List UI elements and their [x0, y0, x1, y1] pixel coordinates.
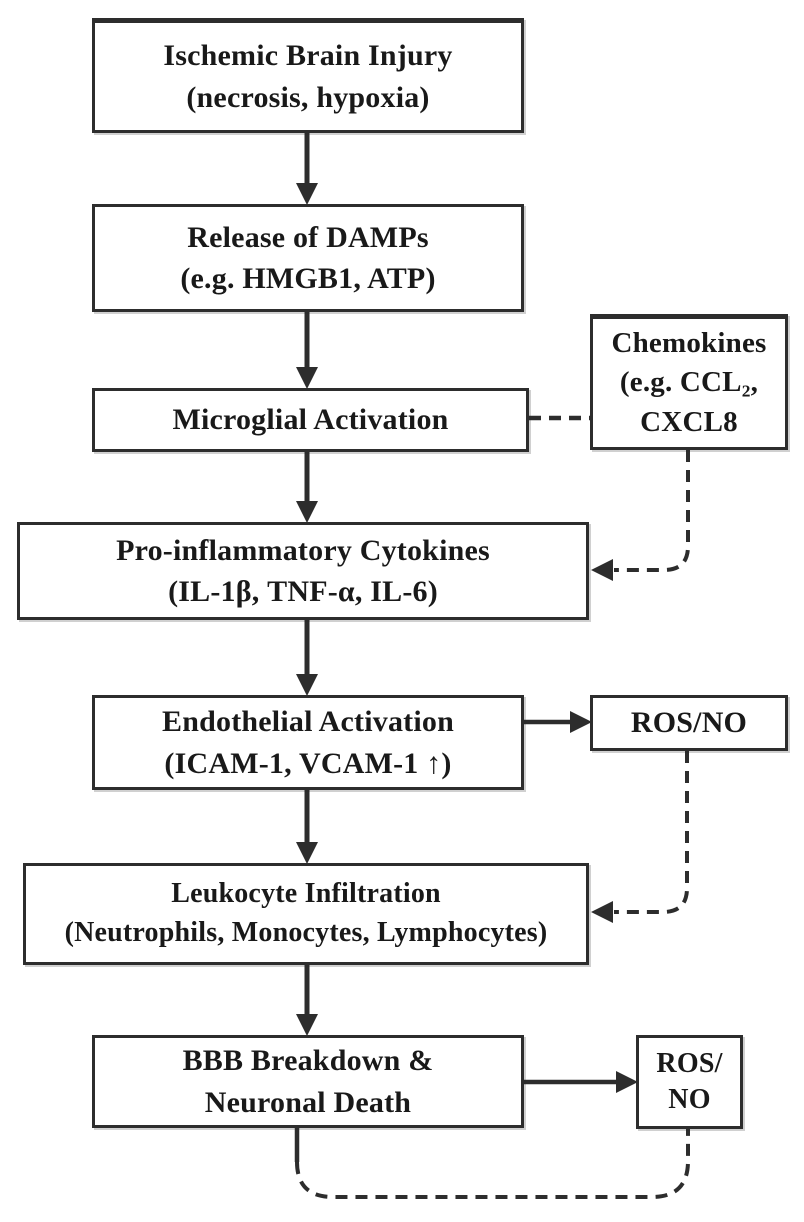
- node-chemokines: Chemokines (e.g. CCL₂, CXCL8: [590, 314, 788, 450]
- node-ros-no-lower: ROS/ NO: [636, 1035, 743, 1129]
- arrowhead-down-icon: [296, 367, 318, 389]
- node-line: BBB Breakdown &: [182, 1044, 434, 1078]
- node-line: Microglial Activation: [172, 403, 449, 437]
- node-line: (Neutrophils, Monocytes, Lymphocytes): [64, 917, 548, 948]
- arrowhead-right-icon: [616, 1071, 638, 1093]
- node-line: Pro-inflammatory Cytokines: [116, 533, 490, 567]
- node-line: Chemokines: [611, 327, 767, 360]
- dashed-arrow-chemokines-to-cytokines: [614, 450, 690, 572]
- arrowhead-right-icon: [570, 711, 592, 733]
- node-line: ROS/NO: [630, 706, 748, 740]
- arrowhead-down-icon: [296, 501, 318, 523]
- node-ischemic-brain-injury: Ischemic Brain Injury (necrosis, hypoxia…: [92, 18, 524, 133]
- node-line: Endothelial Activation: [162, 705, 454, 739]
- node-line: (ICAM-1, VCAM-1 ↑): [164, 746, 452, 780]
- node-line: (IL-1β, TNF-α, IL-6): [168, 575, 438, 608]
- node-line: (e.g. HMGB1, ATP): [180, 262, 436, 295]
- arrowhead-down-icon: [296, 1014, 318, 1036]
- dashed-arrow-rosno-to-leukocyte: [614, 751, 689, 914]
- arrowhead-down-icon: [296, 842, 318, 864]
- node-endothelial-activation: Endothelial Activation (ICAM-1, VCAM-1 ↑…: [92, 695, 524, 790]
- node-line: (necrosis, hypoxia): [186, 80, 430, 114]
- node-line: CXCL8: [640, 405, 738, 438]
- node-proinflammatory-cytokines: Pro-inflammatory Cytokines (IL-1β, TNF-α…: [17, 522, 589, 620]
- arrowhead-down-icon: [296, 183, 318, 205]
- node-ros-no-upper: ROS/NO: [590, 695, 788, 751]
- node-line: (e.g. CCL₂,: [619, 366, 759, 399]
- arrowhead-left-icon: [591, 559, 613, 581]
- node-microglial-activation: Microglial Activation: [92, 388, 529, 452]
- node-line: ROS/: [656, 1047, 723, 1079]
- node-line: Neuronal Death: [204, 1085, 412, 1119]
- arrowhead-down-icon: [296, 674, 318, 696]
- node-line: Leukocyte Infiltration: [171, 878, 441, 910]
- node-line: NO: [668, 1084, 711, 1115]
- node-leukocyte-infiltration: Leukocyte Infiltration (Neutrophils, Mon…: [23, 863, 589, 965]
- node-line: Ischemic Brain Injury: [163, 39, 453, 73]
- arrowhead-left-icon: [591, 901, 613, 923]
- node-release-of-damps: Release of DAMPs (e.g. HMGB1, ATP): [92, 204, 524, 312]
- loop-bbb-dashed-segment: [295, 1129, 690, 1199]
- node-bbb-breakdown: BBB Breakdown & Neuronal Death: [92, 1035, 524, 1128]
- node-line: Release of DAMPs: [187, 220, 429, 254]
